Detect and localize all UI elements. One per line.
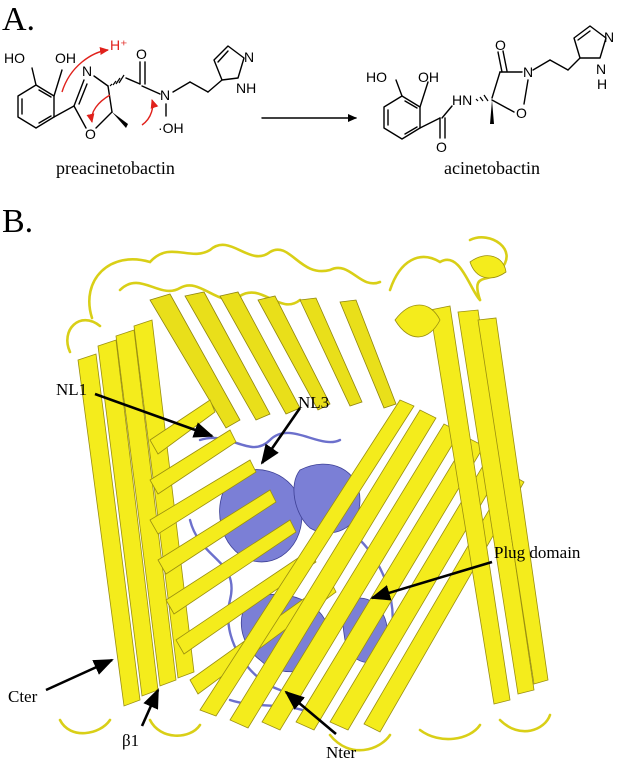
barrel-front-strands	[77, 305, 549, 733]
label-nl3: NL3	[298, 393, 329, 412]
atom-oh-2: OH	[418, 69, 439, 85]
atom-hn: HN	[452, 92, 472, 108]
label-plug-domain: Plug domain	[494, 543, 581, 562]
atom-n-amide: N	[160, 87, 170, 103]
label-nter: Nter	[326, 743, 357, 762]
cter-arrow	[45, 658, 114, 692]
label-beta1: β1	[122, 731, 139, 750]
plug-arrow	[370, 560, 493, 601]
atom-ho-2: HO	[366, 69, 387, 85]
atom-o-keto: O	[495, 37, 506, 53]
label-nl1: NL1	[56, 380, 87, 399]
atom-n-imid-2: N	[604, 29, 614, 45]
imidazole-ring	[213, 45, 245, 81]
beta1-arrow	[140, 688, 160, 727]
atom-nh-imid: NH	[236, 80, 256, 96]
atom-ho: HO	[4, 50, 25, 66]
protein-structure	[58, 236, 552, 752]
atom-o-iso: O	[516, 105, 527, 121]
reactant-name: preacinetobactin	[56, 158, 175, 178]
panel-a: A. HO OH N O	[2, 1, 614, 178]
nl1-arrow	[94, 392, 214, 438]
benzene-ring-2	[383, 95, 421, 140]
atom-n-imid-3: N	[596, 61, 606, 77]
barrel-back-strands	[149, 291, 397, 429]
acinetobactin-structure: HO OH O HN O N O	[366, 25, 614, 155]
atom-n-iso: N	[523, 64, 533, 80]
atom-o-ring: O	[85, 126, 96, 142]
atom-n-ring: N	[82, 63, 92, 79]
atom-h-imid: H	[597, 76, 607, 92]
atom-h-plus: H⁺	[110, 37, 128, 53]
atom-n-imid: N	[244, 49, 254, 65]
atom-o-carbonyl: O	[136, 46, 147, 62]
panel-b-letter: B.	[2, 203, 33, 240]
atom-oh-radical: ·OH	[158, 120, 184, 136]
panel-b: B.	[2, 203, 581, 762]
benzene-ring	[17, 84, 55, 129]
panel-a-letter: A.	[2, 1, 35, 38]
atom-oh: OH	[55, 50, 76, 66]
atom-o-amide: O	[436, 139, 447, 155]
proton-arrow	[61, 47, 109, 93]
imidazole-ring-2	[573, 25, 607, 59]
nter-arrow	[284, 690, 337, 735]
nl3-arrow	[260, 407, 302, 465]
preacinetobactin-structure: HO OH N O O	[4, 37, 256, 142]
product-name: acinetobactin	[444, 158, 540, 178]
label-cter: Cter	[8, 687, 38, 706]
